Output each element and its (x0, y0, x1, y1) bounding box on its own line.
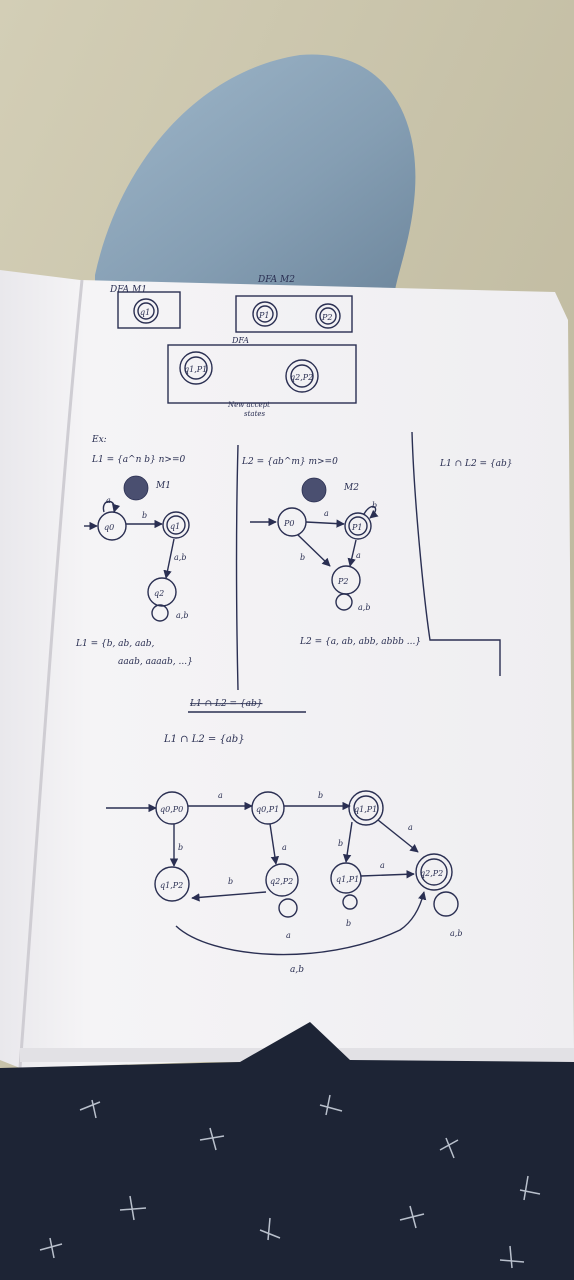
svg-text:b: b (300, 553, 305, 562)
dark-shirt (0, 1022, 574, 1280)
dfa3-state-q2p2 (285, 359, 319, 393)
svg-text:q2: q2 (154, 589, 164, 598)
dfa3-state-q2p2-label: q2,P2 (290, 373, 313, 382)
dfa3-title: DFA (231, 336, 249, 345)
svg-text:a,b: a,b (358, 603, 370, 612)
intersection-result: L1 ∩ L2 = {ab} (163, 734, 245, 745)
svg-text:a: a (218, 791, 223, 800)
dfa2-state-p2 (315, 303, 341, 329)
lang2-set: L2 = {a, ab, abb, abbb ...} (299, 637, 421, 647)
intersection-struck: L1 ∩ L2 = {ab} (189, 699, 263, 709)
svg-text:b: b (142, 511, 147, 520)
svg-text:b: b (372, 501, 377, 510)
jeans-knee (95, 54, 416, 290)
prod-state-q0p1 (251, 791, 285, 825)
dfa1-title: DFA M1 (109, 285, 147, 295)
prod-state-q1p1-lower (330, 862, 362, 894)
lang1-set2: aaab, aaaab, ...} (118, 657, 193, 667)
m1-scribble (123, 475, 149, 501)
svg-text:a: a (408, 823, 413, 832)
section-label: Ex: (91, 435, 107, 445)
svg-text:a,b: a,b (176, 611, 188, 620)
caption-line1: New accept (227, 401, 270, 409)
svg-text:q1,P2: q1,P2 (160, 881, 183, 890)
svg-text:P0: P0 (283, 519, 294, 528)
dfa3-state-q1p1-label: q1,P1 (184, 365, 207, 374)
m2-scribble (301, 477, 327, 503)
dfa2-box (235, 295, 353, 333)
m2-state-p1 (344, 512, 372, 540)
lang2-def: L2 = {ab^m} m>=0 (241, 457, 338, 467)
svg-text:a: a (380, 861, 385, 870)
dfa2-state-p2-label: P2 (321, 313, 332, 322)
dfa2-state-p1 (252, 301, 278, 327)
lang1-def: L1 = {a^n b} n>=0 (91, 455, 185, 465)
prod-state-q1p1 (348, 790, 384, 826)
prod-state-q1p2 (154, 866, 190, 902)
svg-text:q1,P1: q1,P1 (354, 805, 377, 814)
svg-text:a: a (106, 496, 111, 505)
divider-left (235, 444, 239, 691)
svg-text:b: b (178, 843, 183, 852)
prod-state-q2p2-mid (265, 863, 299, 897)
notebook-page (0, 270, 574, 1068)
svg-text:b: b (338, 839, 343, 848)
svg-text:a: a (286, 931, 291, 940)
svg-text:b: b (346, 919, 351, 928)
page-fold (18, 279, 84, 1069)
svg-text:q2,P2: q2,P2 (270, 877, 293, 886)
svg-text:a,b: a,b (174, 553, 186, 562)
svg-text:q0,P1: q0,P1 (256, 805, 279, 814)
svg-text:a,b: a,b (290, 965, 304, 975)
caption-line2: states (244, 410, 266, 418)
m1-state-q0 (97, 511, 127, 541)
prod-state-q2p2-final (415, 853, 453, 891)
m1-state-q2 (147, 577, 177, 607)
divider-right (411, 431, 501, 676)
svg-text:q1: q1 (170, 522, 180, 531)
svg-text:a: a (356, 551, 361, 560)
svg-text:a,b: a,b (450, 929, 462, 938)
dfa2-title: DFA M2 (257, 275, 295, 285)
svg-text:P1: P1 (351, 523, 362, 532)
svg-text:q1,P1: q1,P1 (336, 875, 359, 884)
svg-text:b: b (318, 791, 323, 800)
lang1-set: L1 = {b, ab, aab, (75, 639, 155, 649)
shirt-pattern (39, 1094, 541, 1269)
dfa3-box (167, 344, 357, 404)
prod-state-q0p0 (155, 791, 189, 825)
svg-text:P2: P2 (337, 577, 348, 586)
right-note: L1 ∩ L2 = {ab} (439, 459, 513, 469)
svg-text:q0,P0: q0,P0 (160, 805, 183, 814)
svg-text:q0: q0 (104, 523, 114, 532)
svg-text:a: a (282, 843, 287, 852)
m1-state-q1 (162, 511, 190, 539)
svg-text:q2,P2: q2,P2 (420, 869, 443, 878)
m2-label: M2 (343, 483, 359, 493)
dfa1-state (133, 298, 159, 324)
m1-label: M1 (155, 481, 171, 491)
svg-text:b: b (228, 877, 233, 886)
dfa3-state-q1p1 (179, 351, 213, 385)
handwriting: DFA M1 q1 DFA M2 P1 P2 DFA q1,P1 q2,P2 N… (75, 275, 513, 975)
dfa2-state-p1-label: P1 (258, 311, 269, 320)
svg-text:a: a (324, 509, 329, 518)
dfa1-state-label: q1 (140, 308, 150, 317)
dfa1-box (117, 291, 181, 329)
